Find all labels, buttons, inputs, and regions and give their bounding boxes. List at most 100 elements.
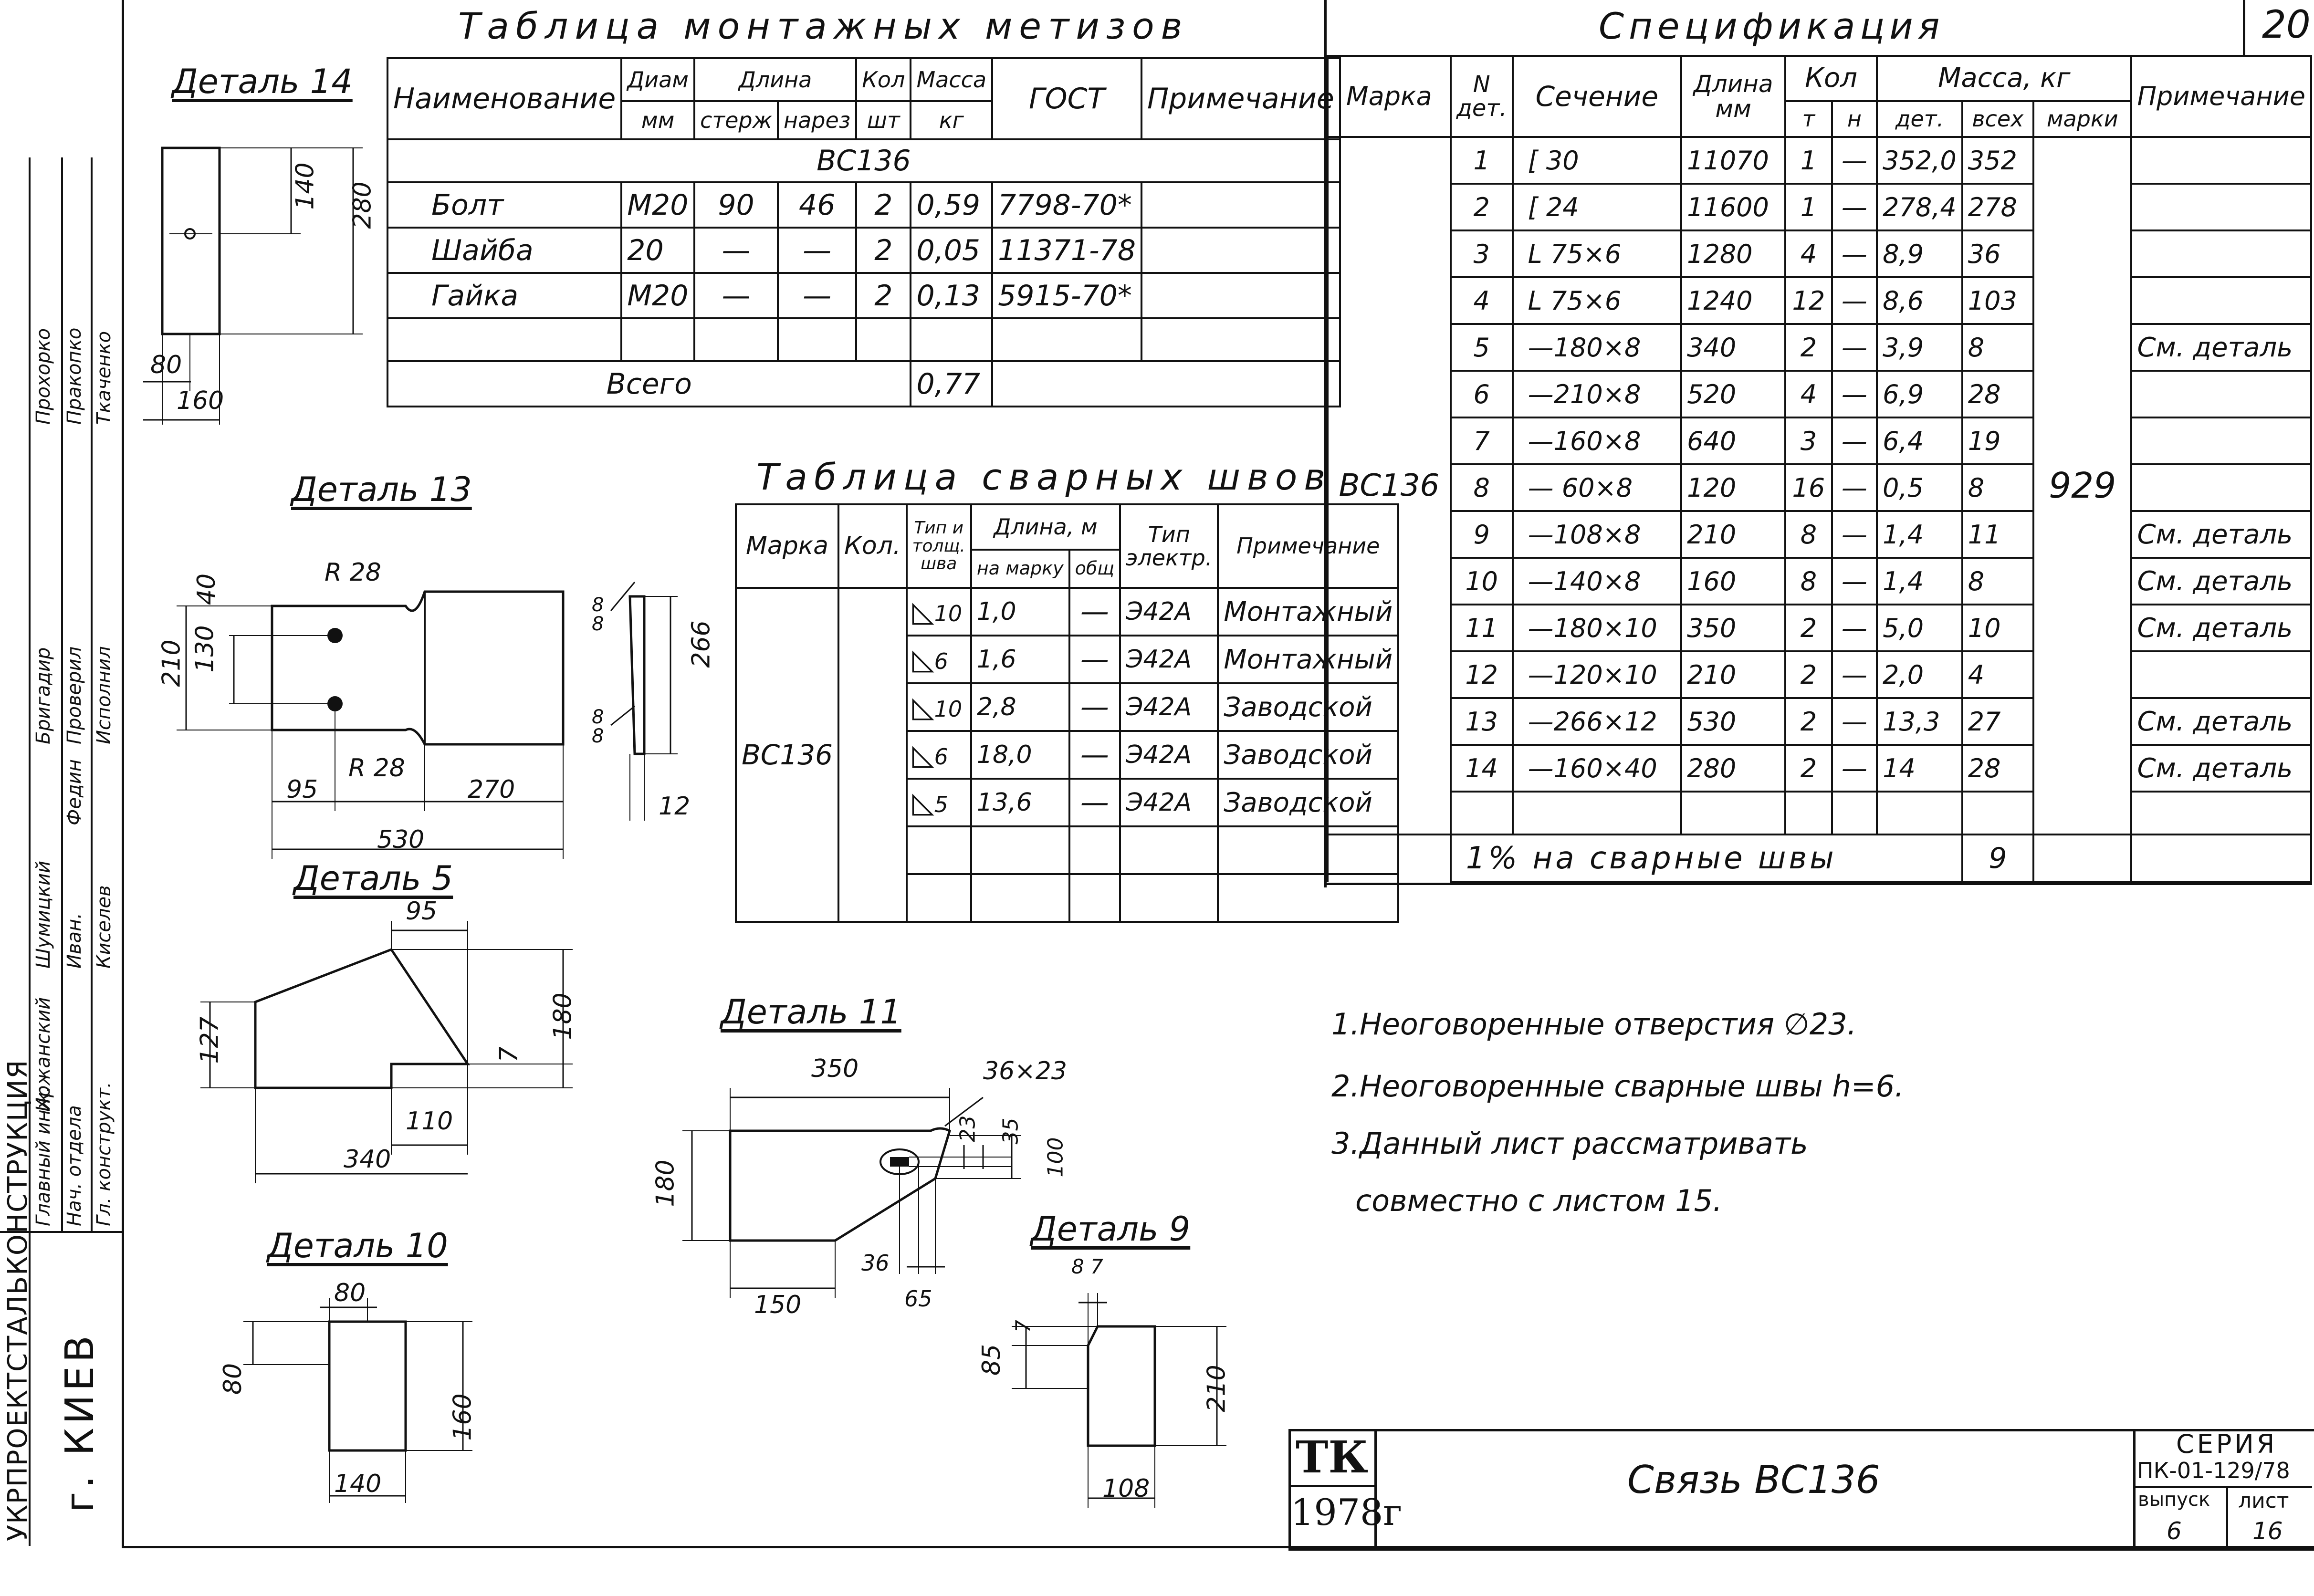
fasteners-h-mass: Масса [910, 57, 994, 102]
detail-11-dim: 36 [861, 1250, 890, 1276]
note-2: 2.Неоговоренные сварные швы h=6. [1331, 1069, 1904, 1104]
detail-9-dim: 85 [977, 1344, 1006, 1376]
spec-cell-n: — [1831, 183, 1878, 231]
spec-cell-note [2130, 650, 2312, 699]
spec-cell-n: — [1831, 604, 1878, 652]
spec-cell-m_det: 2,0 [1876, 650, 1963, 699]
sidebar-name-4: Ткаченко [93, 331, 115, 425]
spec-cell-no: 12 [1449, 650, 1514, 699]
spec-cell-m_all: 8 [1961, 323, 2035, 372]
welds-cell: Э42А [1119, 778, 1219, 827]
stamp-issue: 6 [2167, 1517, 2182, 1545]
spec-cell-length: 120 [1680, 463, 1787, 512]
welds-cell: 1,6 [970, 635, 1070, 684]
detail-13-dim: R 28 [348, 754, 405, 782]
spec-cell-n: — [1831, 650, 1878, 699]
vertical-divider [1324, 0, 1327, 887]
table-row: Гайка М20 — — 2 0,13 5915-70* [386, 272, 1341, 319]
spec-cell-t: 2 [1784, 650, 1833, 699]
detail-5-dim: 95 [406, 897, 438, 926]
spec-cell-t: 2 [1784, 697, 1833, 746]
fasteners-cell: 90 [693, 181, 779, 229]
table-row: Болт М20 90 46 2 0,59 7798-70* [386, 181, 1341, 229]
spec-cell-section: —120×10 [1511, 650, 1683, 699]
sidebar-org: УКРПРОЕКТСТАЛЬКОНСТРУКЦИЯ [2, 1059, 33, 1541]
welds-cell: 1,0 [970, 587, 1070, 636]
spec-h-note: Примечание [2130, 55, 2312, 138]
spec-cell-t: 16 [1784, 463, 1833, 512]
detail-9-dim: 7 [1011, 1320, 1035, 1333]
spec-h-n: н [1831, 100, 1878, 138]
table-row: ◺6 1,6 — Э42А Монтажный [736, 635, 1400, 684]
sidebar-name-3: Федин [63, 759, 85, 825]
spec-cell-t: 4 [1784, 229, 1833, 278]
fasteners-title: Таблица монтажных метизов [458, 5, 1189, 47]
spec-cell-m_all: 103 [1961, 276, 2035, 325]
spec-cell-section: —160×40 [1511, 744, 1683, 793]
fasteners-cell: 46 [777, 181, 858, 229]
detail-13-dim: 12 [659, 792, 691, 821]
detail-11-dim: 23 [955, 1115, 980, 1142]
title-block-sidebar: УКРПРОЕКТСТАЛЬКОНСТРУКЦИЯ г. КИЕВ Главны… [0, 157, 124, 1546]
detail-14-title: Деталь 14 [172, 62, 353, 101]
spec-title: Спецификация [1599, 5, 1945, 47]
spec-cell-section: —180×10 [1511, 604, 1683, 652]
detail-14-dim: 160 [177, 386, 224, 415]
welds-cell: Э42А [1119, 682, 1219, 732]
detail-5-dim: 7 [494, 1046, 524, 1063]
welds-title: Таблица сварных швов [756, 456, 1332, 498]
spec-cell-t: 8 [1784, 510, 1833, 559]
spec-cell-t: 4 [1784, 370, 1833, 418]
spec-cell-length: 520 [1680, 370, 1787, 418]
sidebar-role-2: Нач. отдела [63, 1105, 85, 1226]
spec-cell-n: — [1831, 557, 1878, 605]
note-3: 3.Данный лист рассматривать [1331, 1126, 1808, 1161]
detail-10-dim: 80 [334, 1279, 366, 1307]
spec-weld-value: 9 [1961, 834, 2035, 883]
detail-11-dim: 65 [904, 1286, 932, 1312]
spec-cell-note [2130, 276, 2312, 325]
table-row: Шайба 20 — — 2 0,05 11371-78 [386, 227, 1341, 274]
spec-h-mmark: марки [2032, 100, 2133, 138]
table-row: ВС136 ◺10 1,0 — Э42А Монтажный [735, 587, 1400, 923]
fasteners-cell: 20 [620, 227, 695, 274]
spec-cell-m_det: 5,0 [1876, 604, 1963, 652]
fasteners-cell: Гайка [386, 272, 623, 319]
fasteners-h-mass-unit: кг [910, 100, 994, 140]
spec-cell-m_all: 19 [1961, 417, 2035, 465]
fasteners-cell: Болт [386, 181, 623, 229]
fasteners-cell: М20 [620, 181, 695, 229]
spec-cell-length: 640 [1680, 417, 1787, 465]
spec-cell-n: — [1831, 697, 1878, 746]
spec-cell-note [2130, 463, 2312, 512]
spec-cell-section: [ 30 [1511, 136, 1683, 185]
spec-cell-section: —180×8 [1511, 323, 1683, 372]
detail-9-title: Деталь 9 [1031, 1210, 1191, 1249]
spec-cell-m_det: 278,4 [1876, 183, 1963, 231]
spec-cell-m_det: 13,3 [1876, 697, 1963, 746]
spec-cell-length: 210 [1680, 510, 1787, 559]
sidebar-role-7: Проверил [63, 646, 85, 744]
spec-cell-m_all: 27 [1961, 697, 2035, 746]
fasteners-cell: 2 [855, 272, 912, 319]
spec-cell-t: 2 [1784, 604, 1833, 652]
sidebar-city: г. КИЕВ [57, 1332, 103, 1513]
spec-cell-n: — [1831, 744, 1878, 793]
detail-13-dim: 130 [190, 625, 220, 673]
fasteners-cell: 5915-70* [991, 272, 1142, 319]
spec-cell-section: —140×8 [1511, 557, 1683, 605]
detail-10-dim: 160 [448, 1393, 477, 1441]
fasteners-h-qty-unit: шт [855, 100, 912, 140]
welds-cell: Э42А [1119, 730, 1219, 780]
fasteners-group: ВС136 [387, 138, 1341, 183]
sidebar-name-2: Киселев [93, 885, 115, 969]
spec-cell-m_all: 11 [1961, 510, 2035, 559]
detail-13-dim: 530 [377, 825, 425, 854]
stamp-logo-b: 1978г [1291, 1491, 1403, 1533]
